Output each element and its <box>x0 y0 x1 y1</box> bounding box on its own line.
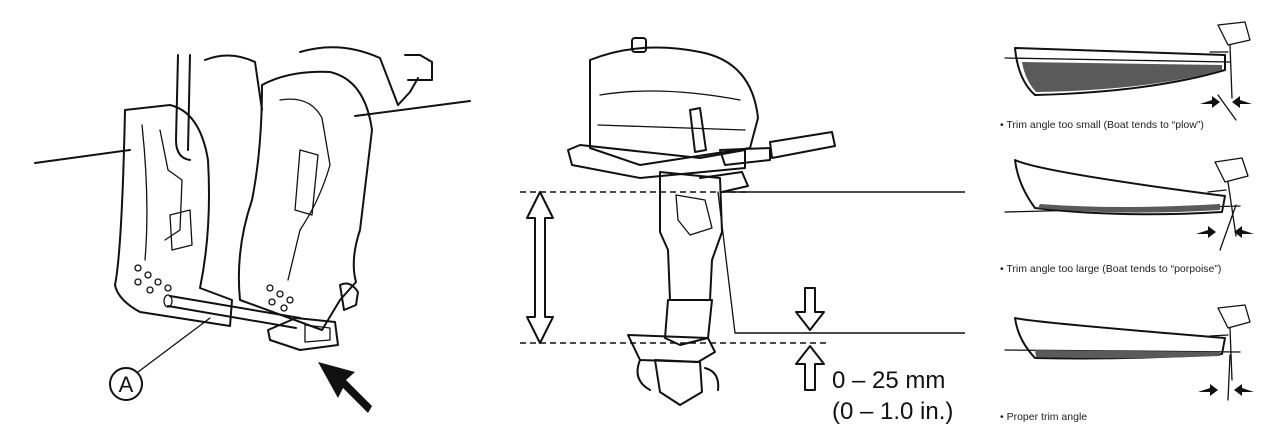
arrow-right-icon <box>1196 226 1216 238</box>
motor-body-outline <box>204 46 399 111</box>
arrow-left-icon <box>1234 384 1254 396</box>
part-a-leader <box>137 317 211 373</box>
shift-lever <box>689 107 707 153</box>
part-a-callout-circle <box>109 367 143 401</box>
motor-lower-unit <box>664 299 713 346</box>
trim-angle-illustrations: • Trim angle too small (Boat tends to “p… <box>1000 21 1254 423</box>
arrow-right-icon <box>1200 96 1220 108</box>
clamp-bracket-illustration: A <box>34 46 471 413</box>
motor-small <box>1209 21 1251 99</box>
transom-line <box>717 191 736 334</box>
motor-handle-outline <box>397 54 433 106</box>
range-mm-label: 0 – 25 mm <box>832 367 945 394</box>
pin-clip <box>267 317 339 351</box>
motor-small <box>1207 157 1249 237</box>
motor-angle-line <box>1217 94 1237 121</box>
right-bracket-detail <box>279 98 331 281</box>
cowling-base <box>567 144 746 179</box>
caption-plow: • Trim angle too small (Boat tends to “p… <box>1000 119 1204 131</box>
caption-proper: • Proper trim angle <box>1000 411 1087 423</box>
caption-porpoise: • Trim angle too large (Boat tends to “p… <box>1000 263 1221 275</box>
push-arrow-icon <box>318 362 372 413</box>
down-arrow-icon <box>795 287 825 331</box>
motor-midsection <box>659 171 723 301</box>
transom-edge-line <box>34 100 471 164</box>
tilt-pin <box>167 295 301 329</box>
boat-hull <box>1014 47 1226 96</box>
outboard-motor-illustration: 0 – 25 mm (0 – 1.0 in.) <box>520 37 965 425</box>
hull-submerged-shade <box>1038 204 1220 213</box>
boat-hull <box>1014 159 1226 216</box>
mounting-bracket <box>699 171 749 193</box>
propeller-blades <box>636 359 720 391</box>
gear-case <box>654 359 703 406</box>
up-arrow-icon <box>795 345 825 391</box>
arrow-left-icon <box>1232 96 1252 108</box>
cowling-cap <box>631 37 647 53</box>
boat-porpoise-diagram: • Trim angle too large (Boat tends to “p… <box>1000 157 1254 275</box>
left-bracket-detail <box>141 124 183 261</box>
arrow-right-icon <box>1198 384 1218 396</box>
part-a-label: A <box>119 372 134 397</box>
bracket-knob <box>339 282 359 311</box>
tiller-handle <box>719 131 836 166</box>
boat-proper-diagram: • Proper trim angle <box>1000 304 1254 423</box>
tilt-rod <box>175 54 191 161</box>
waterline <box>1004 57 1231 63</box>
left-clamp-bracket <box>114 104 233 327</box>
arrow-left-icon <box>1234 226 1254 238</box>
motor-cowling <box>589 46 759 166</box>
midsection-detail <box>675 194 713 236</box>
hull-submerged-shade <box>1035 350 1220 359</box>
right-clamp-bracket <box>237 70 373 331</box>
cowling-detail <box>597 90 746 131</box>
hull-submerged-shade <box>1022 62 1222 92</box>
motor-angle-line <box>1227 354 1231 401</box>
motor-angle-line <box>1219 204 1237 251</box>
motor-small <box>1209 304 1251 381</box>
anti-cavitation-plate <box>627 334 716 363</box>
range-inch-label: (0 – 1.0 in.) <box>832 398 953 425</box>
boat-plow-diagram: • Trim angle too small (Boat tends to “p… <box>1000 21 1252 131</box>
left-bracket-slot <box>169 209 193 251</box>
height-measure-arrow-icon <box>526 191 554 344</box>
pin-clip-detail <box>304 324 331 343</box>
